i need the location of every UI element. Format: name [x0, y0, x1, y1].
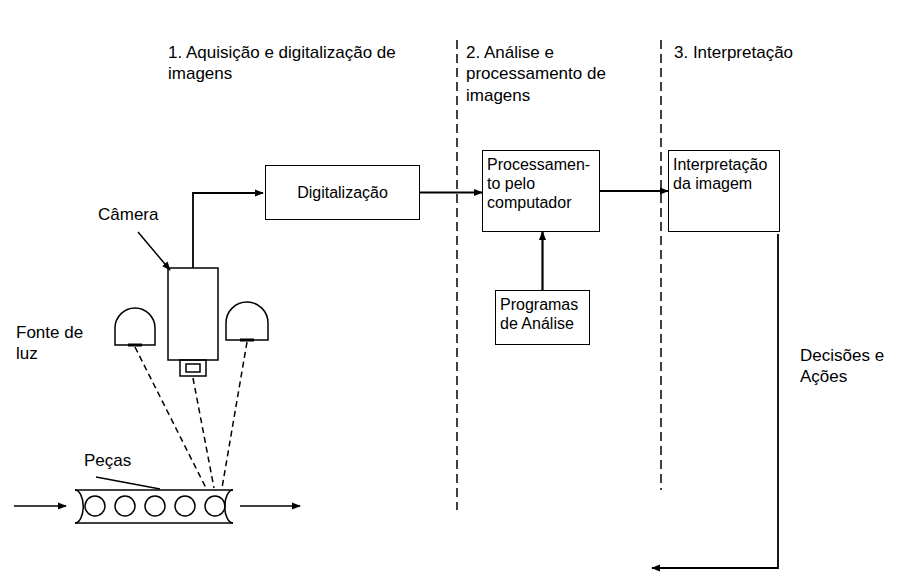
part-circle — [205, 496, 225, 516]
phase-divider — [456, 40, 458, 510]
box-text: Digitalização — [270, 183, 415, 202]
part-circle — [145, 496, 165, 516]
part-circle — [175, 496, 195, 516]
conveyor — [75, 489, 233, 491]
digitization-box: Digitalização — [265, 165, 420, 220]
camera-lens-inner — [186, 364, 200, 372]
box-text: Interpretação da imagem — [673, 155, 775, 193]
flow-arrow — [240, 505, 300, 507]
phase-title: 1. Aquisição e digitalização de imagens — [168, 42, 403, 85]
light-source — [115, 308, 155, 345]
decision-line — [652, 234, 778, 568]
part-circle — [85, 496, 105, 516]
box-text: Processamen- to pelo computador — [487, 155, 595, 213]
processing-box: Processamen- to pelo computador — [482, 150, 600, 232]
part-circle — [115, 496, 135, 516]
lamp-base — [128, 344, 142, 347]
light-source — [226, 302, 268, 340]
phase-title: 2. Análise e processamento de imagens — [466, 42, 616, 106]
phase-divider — [660, 40, 662, 490]
camera-label: Câmera — [98, 204, 188, 225]
phase-title: 3. Interpretação — [674, 42, 874, 63]
interpretation-box: Interpretação da imagem — [668, 150, 780, 232]
output-label: Decisões e Ações — [800, 345, 900, 388]
flow-arrow — [600, 190, 668, 192]
lamp-base — [240, 339, 254, 342]
camera-leader — [138, 232, 170, 270]
flow-arrow — [541, 232, 543, 290]
parts-label: Peças — [84, 450, 164, 471]
camera-lens — [180, 360, 206, 376]
flow-arrow — [14, 505, 66, 507]
conveyor-end — [75, 490, 83, 523]
parts-leader — [96, 477, 160, 489]
conveyor — [75, 522, 233, 524]
light-source-label: Fonte de luz — [16, 322, 98, 365]
light-ray — [135, 347, 206, 488]
parts — [85, 496, 225, 516]
light-ray — [193, 378, 214, 488]
analysis-programs-box: Programas de Análise — [495, 290, 590, 345]
camera-body — [168, 268, 218, 360]
camera-signal — [193, 193, 263, 268]
conveyor-end — [225, 490, 233, 523]
box-text: Programas de Análise — [500, 295, 585, 333]
flow-arrow — [420, 191, 482, 193]
light-ray — [222, 342, 247, 488]
